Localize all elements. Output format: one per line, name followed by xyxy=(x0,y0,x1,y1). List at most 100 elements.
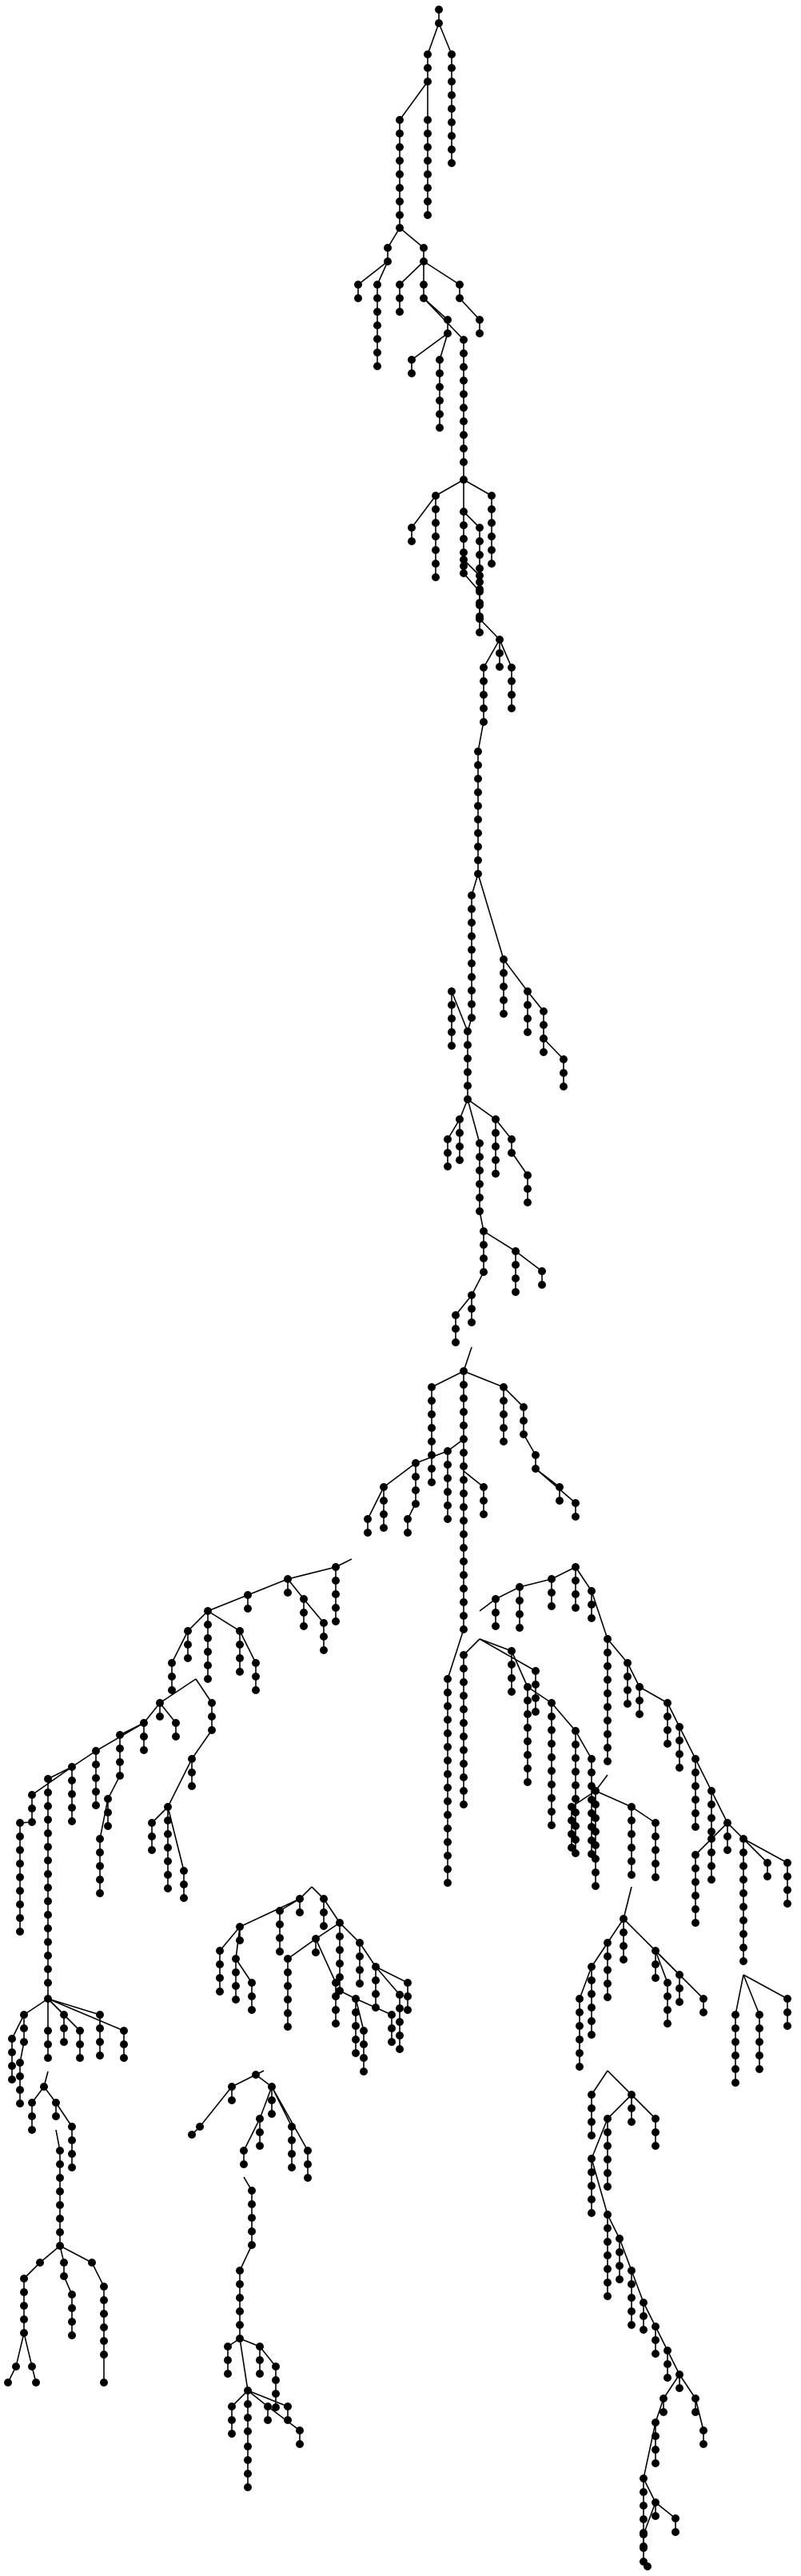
tree-node xyxy=(216,1960,224,1968)
tree-node xyxy=(424,197,432,205)
tree-node xyxy=(476,1153,484,1161)
tree-node xyxy=(572,1604,580,1612)
tree-node xyxy=(652,1873,660,1881)
tree-node xyxy=(624,1659,632,1667)
tree-node xyxy=(448,1028,456,1036)
tree-node xyxy=(456,1115,464,1123)
tree-node xyxy=(244,1605,252,1613)
tree-edge xyxy=(463,1370,504,1388)
tree-node xyxy=(468,919,476,927)
tree-node xyxy=(464,1041,472,1049)
tree-node xyxy=(444,1501,452,1509)
tree-node xyxy=(480,677,488,685)
tree-node xyxy=(628,1816,636,1824)
tree-node xyxy=(675,1723,683,1731)
tree-edge xyxy=(467,1099,496,1120)
tree-node xyxy=(56,2228,64,2236)
tree-node xyxy=(755,2065,763,2073)
tree-node xyxy=(44,1870,52,1878)
tree-node xyxy=(276,1907,284,1915)
tree-edge xyxy=(59,2245,93,2263)
tree-node xyxy=(480,1497,488,1505)
tree-node xyxy=(56,2147,64,2155)
tree-node xyxy=(572,1563,580,1571)
tree-node xyxy=(464,1055,472,1063)
tree-node xyxy=(480,704,488,712)
tree-node xyxy=(244,2483,252,2491)
tree-node xyxy=(652,2432,660,2440)
tree-node xyxy=(628,1830,636,1838)
tree-node xyxy=(100,2323,108,2331)
tree-node xyxy=(236,1654,244,1662)
tree-node xyxy=(731,2052,739,2060)
tree-node xyxy=(739,1835,747,1843)
tree-node xyxy=(532,1667,540,1675)
tree-node xyxy=(616,2275,624,2283)
tree-node xyxy=(28,1804,36,1812)
tree-node xyxy=(675,1750,683,1758)
tree-node xyxy=(56,2174,64,2182)
tree-node xyxy=(204,1634,212,1642)
tree-node xyxy=(16,1887,24,1895)
tree-node xyxy=(628,2321,636,2329)
tree-node xyxy=(691,1851,699,1859)
tree-edge xyxy=(477,873,504,960)
tree-node xyxy=(588,2131,596,2139)
tree-node xyxy=(652,1846,660,1854)
tree-node xyxy=(92,1801,100,1809)
tree-node xyxy=(644,2562,652,2570)
tree-node xyxy=(604,1939,612,1947)
tree-node xyxy=(60,2272,68,2280)
tree-node xyxy=(468,946,476,954)
tree-edge xyxy=(527,991,544,1012)
tree-node xyxy=(460,1625,468,1633)
tree-node xyxy=(468,1318,476,1326)
tree-node xyxy=(480,718,488,726)
tree-node xyxy=(320,1908,328,1916)
tree-edge xyxy=(479,1638,512,1652)
tree-node xyxy=(444,1488,452,1496)
tree-node xyxy=(188,1782,196,1790)
tree-node xyxy=(755,2052,763,2060)
tree-node xyxy=(396,143,404,151)
tree-node xyxy=(92,1747,100,1755)
tree-node xyxy=(508,1647,516,1655)
tree-node xyxy=(476,601,484,609)
tree-edge xyxy=(591,1590,608,1640)
tree-node xyxy=(691,1782,699,1790)
tree-node xyxy=(699,2440,707,2448)
tree-node xyxy=(538,1267,546,1275)
tree-node xyxy=(512,1274,520,1282)
tree-edge xyxy=(655,2326,668,2351)
tree-node xyxy=(240,2147,248,2155)
tree-edge xyxy=(591,2158,608,2215)
tree-node xyxy=(444,1811,452,1819)
tree-node xyxy=(432,505,440,513)
tree-node xyxy=(88,2259,96,2267)
tree-edge xyxy=(679,1726,696,1760)
tree-edge xyxy=(427,22,440,55)
tree-edge xyxy=(247,2390,269,2407)
tree-node xyxy=(560,1083,568,1091)
tree-node xyxy=(476,329,484,337)
tree-node xyxy=(356,1980,364,1988)
tree-node xyxy=(20,2024,28,2032)
tree-node xyxy=(707,1876,715,1884)
tree-node xyxy=(476,628,484,636)
tree-node xyxy=(492,1142,500,1150)
tree-node xyxy=(56,2242,64,2250)
tree-node xyxy=(707,1848,715,1856)
tree-node xyxy=(460,1394,468,1402)
tree-edge xyxy=(575,1566,592,1592)
tree-node xyxy=(68,2318,76,2326)
tree-node xyxy=(628,2294,636,2302)
tree-node xyxy=(460,336,468,344)
tree-node xyxy=(604,2115,612,2123)
tree-node xyxy=(284,1996,292,2004)
tree-node xyxy=(68,1763,76,1771)
tree-node xyxy=(652,1947,660,1955)
tree-node xyxy=(652,2512,660,2520)
tree-node xyxy=(284,1575,292,1583)
tree-node xyxy=(604,1689,612,1697)
tree-node xyxy=(604,2211,612,2219)
